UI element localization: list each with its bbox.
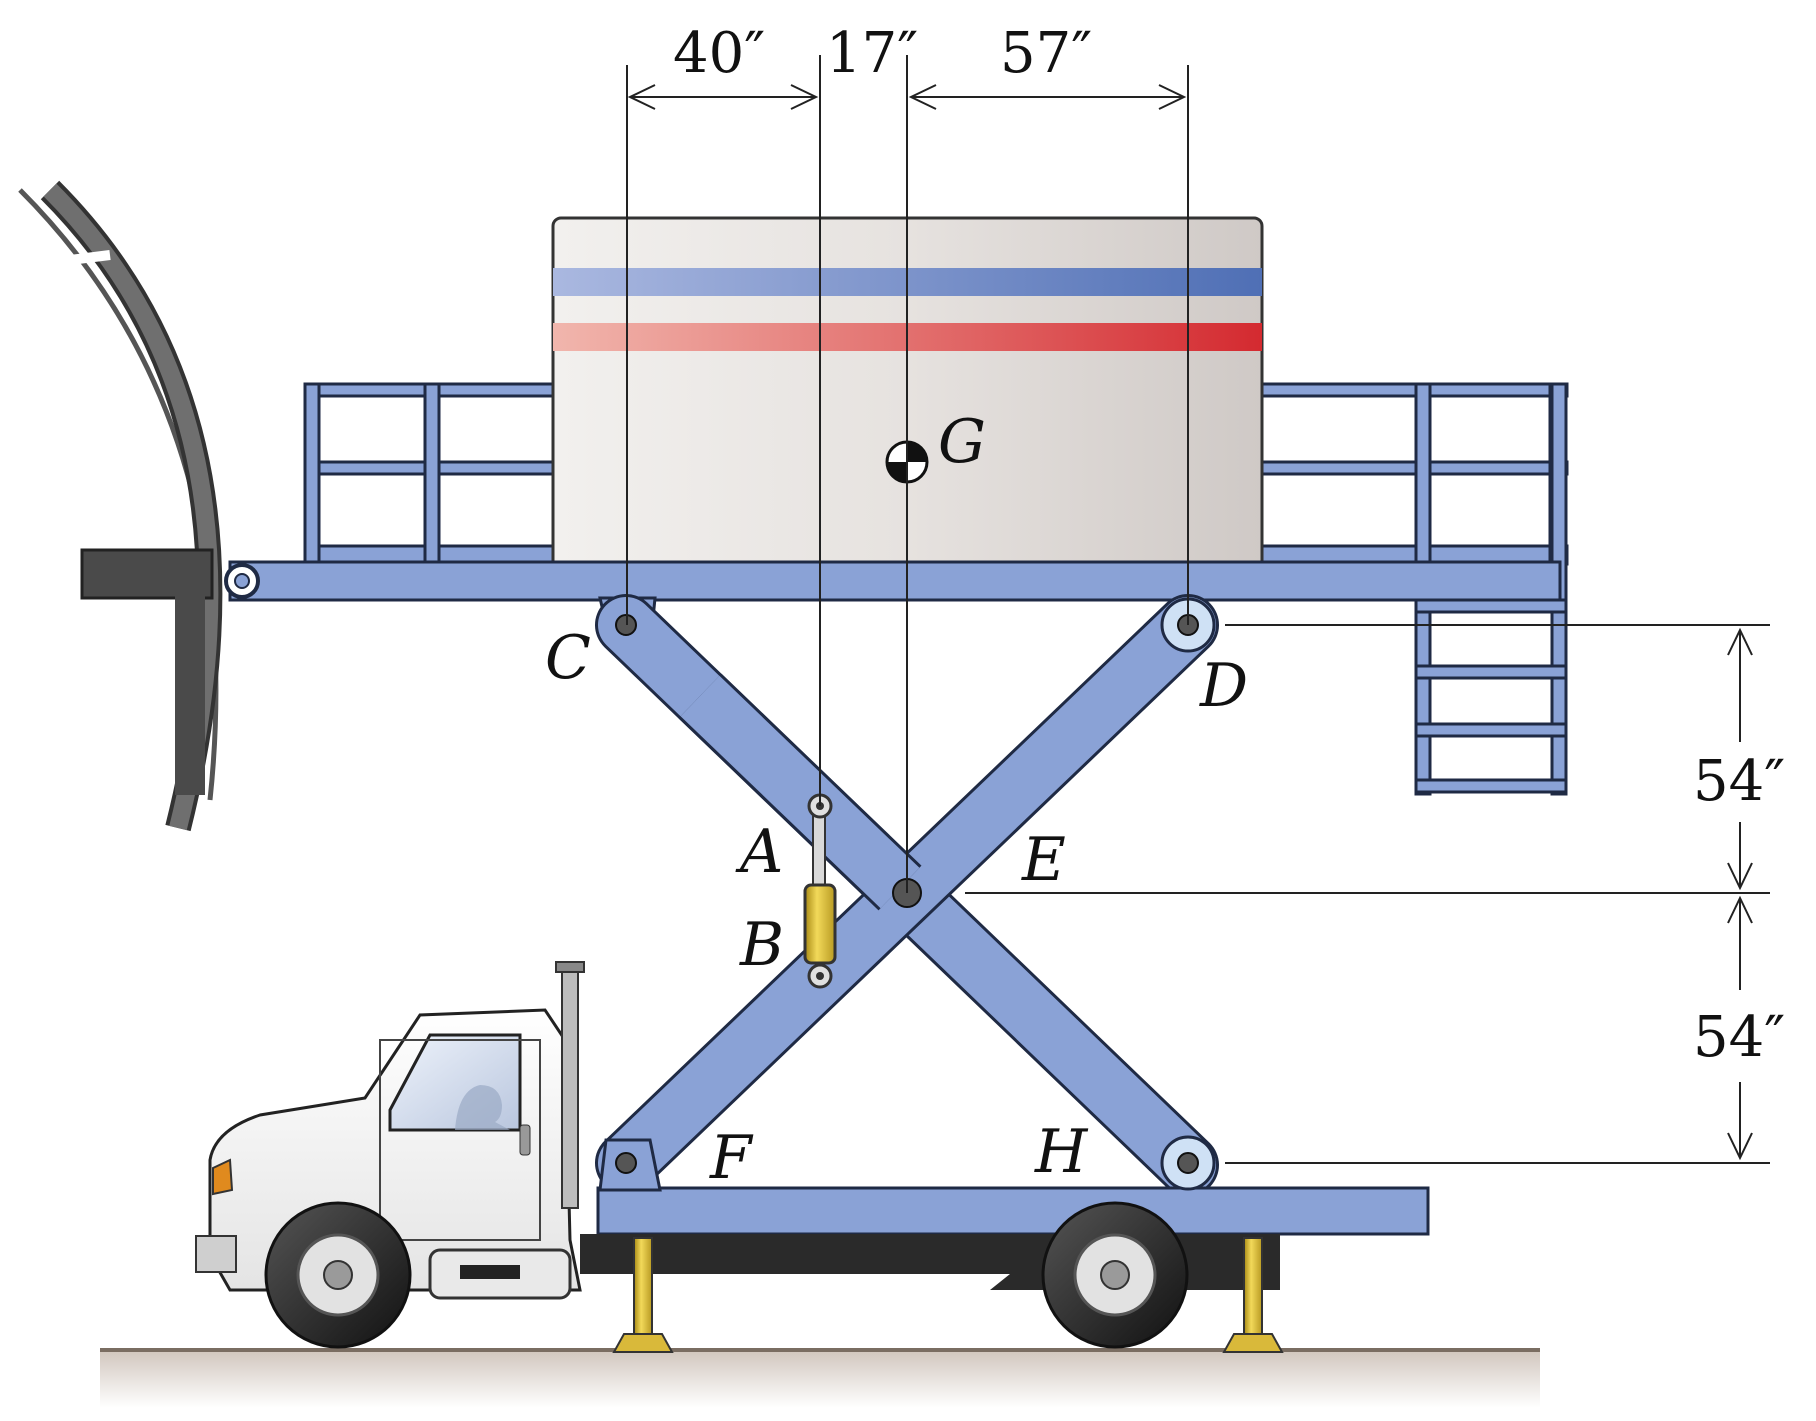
truck-bed xyxy=(580,1186,1430,1290)
label-h: H xyxy=(1034,1117,1089,1187)
reference-lines xyxy=(626,55,1770,1164)
pin-f xyxy=(615,1152,637,1174)
front-wheel xyxy=(264,1201,412,1349)
label-b: B xyxy=(739,910,784,980)
dimension-17: 17″ xyxy=(826,21,918,86)
upper-platform xyxy=(224,560,1562,602)
dimension-arrows xyxy=(627,84,1753,1161)
roller-h xyxy=(1160,1135,1216,1191)
dimension-40: 40″ xyxy=(673,21,765,86)
rear-wheel xyxy=(1041,1201,1189,1349)
label-g: G xyxy=(938,407,986,477)
label-e: E xyxy=(1021,825,1066,895)
ground xyxy=(100,1348,1540,1408)
hydraulic-cylinder xyxy=(803,793,837,989)
aircraft-door-arc xyxy=(18,180,223,832)
stabilizer-legs xyxy=(612,1237,1284,1353)
scissor-arm-ch-front xyxy=(678,673,922,911)
label-d: D xyxy=(1199,651,1248,721)
label-c: C xyxy=(545,623,591,693)
dimension-54-lower: 54″ xyxy=(1693,1005,1785,1070)
label-a: A xyxy=(735,817,783,887)
left-railing xyxy=(303,382,555,566)
label-f: F xyxy=(709,1123,754,1193)
dimension-57: 57″ xyxy=(1000,21,1092,86)
dimension-54-upper: 54″ xyxy=(1693,749,1785,814)
